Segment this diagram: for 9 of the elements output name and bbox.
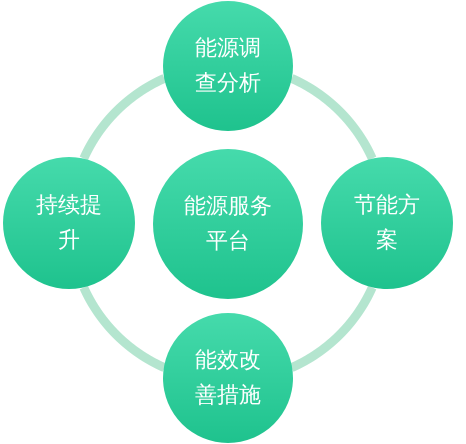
ring-arc-connector bbox=[80, 286, 166, 372]
circle-label: 能源调查分析 bbox=[194, 35, 262, 98]
ring-arc-connector bbox=[290, 74, 376, 160]
circle-label: 持续提升 bbox=[35, 192, 103, 255]
circle-label: 节能方案 bbox=[353, 192, 421, 255]
circle-label: 能源服务平台 bbox=[183, 193, 273, 256]
circle-label: 能效改善措施 bbox=[194, 347, 262, 410]
ring-arc-connector bbox=[80, 74, 166, 160]
ring-arc-connector bbox=[290, 286, 376, 372]
